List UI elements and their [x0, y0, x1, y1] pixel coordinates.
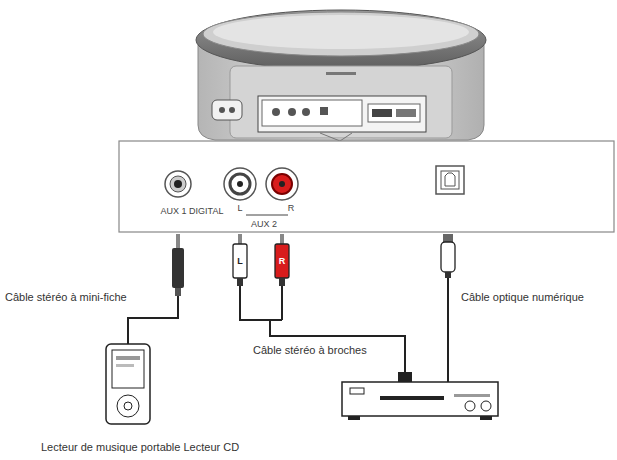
jack-label: R: [287, 203, 296, 213]
speaker-unit: [196, 10, 486, 140]
cable-label: Câble stéréo à broches: [252, 344, 368, 357]
cd-player: [342, 382, 498, 420]
plug-label: R: [278, 256, 287, 266]
rca-plug-cable: [233, 234, 412, 382]
aux1-jack: [165, 171, 191, 197]
cable-label: Câble optique numérique: [460, 291, 585, 304]
jack-label: AUX 1 DIGITAL: [160, 206, 225, 216]
cable-label: Câble stéréo à mini-fiche: [4, 291, 128, 304]
plug-label: L: [236, 256, 244, 266]
mini-plug-cable: [128, 234, 184, 344]
portable-player: [106, 344, 150, 424]
group-label: AUX 2: [250, 219, 278, 229]
rca-jack-l: [224, 168, 256, 200]
device-label: Lecteur de musique portable Lecteur CD: [40, 441, 240, 454]
aux2-bracket: [246, 215, 288, 216]
rca-jack-r: [266, 168, 298, 200]
rear-panel: [119, 141, 614, 232]
optical-port: [436, 166, 464, 194]
jack-label: L: [236, 203, 243, 213]
optical-plug-cable: [441, 234, 455, 382]
